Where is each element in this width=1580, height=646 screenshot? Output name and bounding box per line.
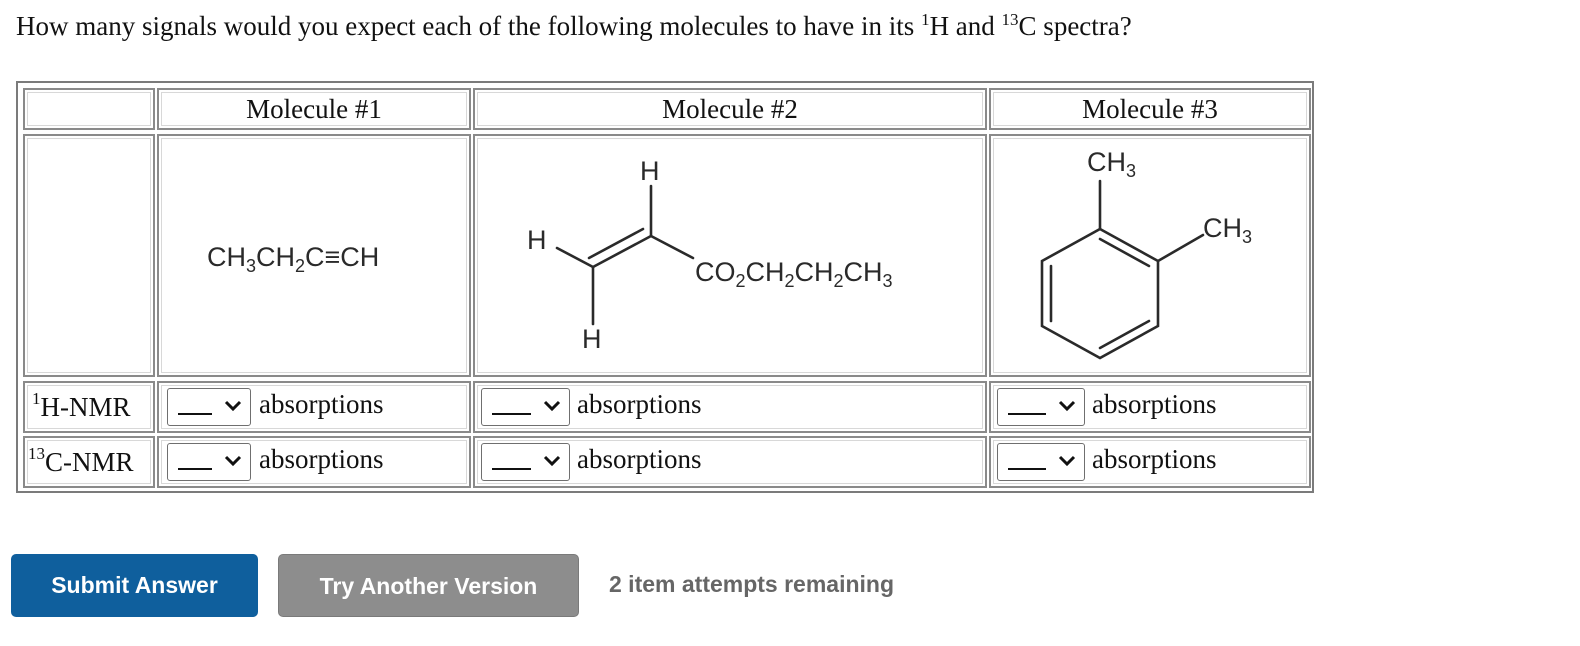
- c-nmr-molecule-1-select[interactable]: [167, 443, 251, 481]
- chevron-down-icon: [1058, 400, 1076, 412]
- chevron-down-icon: [543, 400, 561, 412]
- methyl-top-label: CH3: [1087, 147, 1136, 181]
- h-bottom-label: H: [582, 324, 602, 354]
- c-nmr-molecule-2-select[interactable]: [481, 443, 570, 481]
- absorptions-label: absorptions: [259, 444, 384, 474]
- c-nmr-molecule-3-cell: absorptions: [989, 436, 1311, 488]
- try-another-version-button[interactable]: Try Another Version: [278, 554, 579, 617]
- header-molecule-3: Molecule #3: [989, 88, 1311, 130]
- molecule-2-structure: H H H CO2CH2CH2CH3: [473, 134, 987, 377]
- absorptions-label: absorptions: [1092, 444, 1217, 474]
- bond-h-left: [555, 246, 595, 269]
- molecule-3-structure: CH3 CH3: [989, 134, 1311, 377]
- header-empty-cell: [23, 88, 155, 130]
- absorptions-label: absorptions: [577, 444, 702, 474]
- select-blank-value: [178, 468, 212, 470]
- header-molecule-2: Molecule #2: [473, 88, 987, 130]
- select-blank-value: [492, 468, 531, 470]
- header-molecule-1: Molecule #1: [157, 88, 471, 130]
- double-bond-a: [591, 234, 653, 269]
- molecule-1-drawing: CH3CH2C≡CH: [207, 242, 379, 276]
- chevron-down-icon: [1058, 455, 1076, 467]
- methyl-right-label: CH3: [1203, 213, 1252, 247]
- svg-text:CH3CH2C≡CH: CH3CH2C≡CH: [207, 242, 379, 276]
- h-nmr-molecule-1-select[interactable]: [167, 388, 251, 426]
- submit-answer-button[interactable]: Submit Answer: [11, 554, 258, 617]
- bond-ester: [649, 234, 695, 260]
- molecule-1-structure: CH3CH2C≡CH: [157, 134, 471, 377]
- absorptions-label: absorptions: [1092, 389, 1217, 419]
- inner-double-bond-top: [1098, 237, 1151, 268]
- c-nmr-molecule-2-cell: absorptions: [473, 436, 987, 488]
- ester-chain-label: CO2CH2CH2CH3: [695, 257, 893, 291]
- chevron-down-icon: [224, 455, 242, 467]
- h-nmr-molecule-3-select[interactable]: [997, 388, 1085, 426]
- chevron-down-icon: [224, 400, 242, 412]
- h-top-label: H: [640, 156, 660, 186]
- select-blank-value: [178, 413, 212, 415]
- absorptions-label: absorptions: [577, 389, 702, 419]
- select-blank-value: [1008, 468, 1046, 470]
- chevron-down-icon: [543, 455, 561, 467]
- absorptions-label: absorptions: [259, 389, 384, 419]
- select-blank-value: [1008, 413, 1046, 415]
- select-blank-value: [492, 413, 531, 415]
- double-bond-b: [587, 227, 645, 260]
- h-nmr-molecule-1-cell: absorptions: [157, 381, 471, 433]
- h-left-label: H: [527, 225, 547, 255]
- molecule-3-drawing: CH3 CH3: [1040, 147, 1252, 360]
- h-nmr-molecule-3-cell: absorptions: [989, 381, 1311, 433]
- h-nmr-molecule-2-select[interactable]: [481, 388, 570, 426]
- inner-double-bond-bottom: [1098, 319, 1151, 350]
- row-label-h-nmr: 1H-NMR: [23, 381, 155, 433]
- row-label-c-nmr: 13C-NMR: [23, 436, 155, 488]
- benzene-ring: [1040, 227, 1160, 360]
- question-text: How many signals would you expect each o…: [16, 10, 1132, 41]
- bond-methyl-right: [1156, 233, 1205, 263]
- c-nmr-molecule-1-cell: absorptions: [157, 436, 471, 488]
- c-nmr-molecule-3-select[interactable]: [997, 443, 1085, 481]
- structure-label-cell: [23, 134, 155, 377]
- molecule-2-drawing: H H H CO2CH2CH2CH3: [527, 156, 893, 354]
- attempts-remaining-text: 2 item attempts remaining: [609, 571, 895, 597]
- nmr-answer-table: Molecule #1 Molecule #2 Molecule #3 CH3C…: [16, 81, 1314, 493]
- h-nmr-molecule-2-cell: absorptions: [473, 381, 987, 433]
